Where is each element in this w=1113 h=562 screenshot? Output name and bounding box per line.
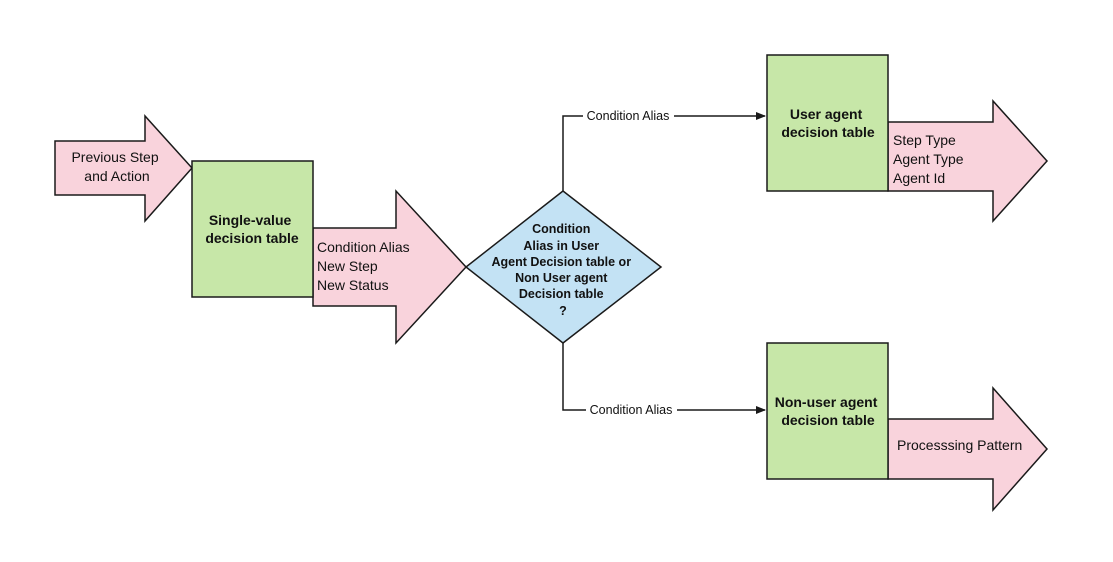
user-agent-decision-table: User agent decision table <box>766 54 889 192</box>
previous-step-line-1: Previous Step <box>71 149 158 165</box>
output-agent-type: Agent Type <box>893 151 964 167</box>
output-processing-pattern: Processsing Pattern <box>897 437 1022 453</box>
user-agent-output-arrow-shape <box>887 99 1049 223</box>
user-agent-output-label: Step Type Agent Type Agent Id <box>893 132 967 186</box>
output-condition-alias: Condition Alias <box>317 239 410 255</box>
output-agent-id: Agent Id <box>893 170 945 186</box>
decision-line-5: Decision table <box>519 287 604 301</box>
output-new-status: New Status <box>317 277 389 293</box>
user-agent-decision-table-box <box>766 54 889 192</box>
non-user-agent-line-2: decision table <box>781 412 875 428</box>
previous-step-line-2: and Action <box>84 168 149 184</box>
non-user-agent-line-1: Non-user agent <box>775 394 878 410</box>
decision-line-6: ? <box>559 304 567 318</box>
connector-top-label-bg <box>583 107 674 123</box>
output-step-type: Step Type <box>893 132 956 148</box>
user-agent-line-1: User agent <box>790 106 863 122</box>
connector-top: Condition Alias <box>562 107 766 191</box>
non-user-agent-decision-table-box <box>766 342 889 480</box>
user-agent-line-2: decision table <box>781 124 875 140</box>
connector-top-line <box>562 112 766 191</box>
non-user-agent-output-label: Processsing Pattern <box>897 437 1022 453</box>
single-value-output-label: Condition Alias New Step New Status <box>317 239 414 293</box>
previous-step-arrow: Previous Step and Action <box>54 114 194 223</box>
condition-decision-diamond-shape <box>464 190 663 344</box>
single-value-output-arrow: Condition Alias New Step New Status <box>312 189 468 345</box>
condition-decision-diamond: Condition Alias in User Agent Decision t… <box>464 190 663 344</box>
single-value-decision-table-label: Single-value decision table <box>205 212 299 246</box>
connector-top-label: Condition Alias <box>587 109 670 123</box>
connector-bottom-line <box>562 343 766 414</box>
non-user-agent-decision-table-label: Non-user agent decision table <box>775 394 882 428</box>
decision-line-1: Condition <box>532 222 590 236</box>
single-value-decision-table: Single-value decision table <box>191 160 314 298</box>
single-value-decision-table-box <box>191 160 314 298</box>
condition-decision-label: Condition Alias in User Agent Decision t… <box>491 222 634 318</box>
non-user-agent-decision-table: Non-user agent decision table <box>766 342 889 480</box>
decision-line-2: Alias in User <box>523 239 599 253</box>
user-agent-output-arrow: Step Type Agent Type Agent Id <box>887 99 1049 223</box>
connector-bottom-label-bg <box>586 401 677 417</box>
non-user-agent-output-arrow-shape <box>887 386 1049 512</box>
previous-step-arrow-label: Previous Step and Action <box>71 149 162 184</box>
user-agent-decision-table-label: User agent decision table <box>781 106 875 140</box>
decision-line-4: Non User agent <box>515 271 608 285</box>
output-new-step: New Step <box>317 258 378 274</box>
non-user-agent-output-arrow: Processsing Pattern <box>887 386 1049 512</box>
single-value-line-2: decision table <box>205 230 299 246</box>
previous-step-arrow-shape <box>54 114 194 223</box>
single-value-line-1: Single-value <box>209 212 292 228</box>
connector-bottom-label: Condition Alias <box>590 403 673 417</box>
single-value-output-arrow-shape <box>312 189 468 345</box>
decision-line-3: Agent Decision table or <box>491 255 631 269</box>
connector-bottom: Condition Alias <box>562 343 766 417</box>
